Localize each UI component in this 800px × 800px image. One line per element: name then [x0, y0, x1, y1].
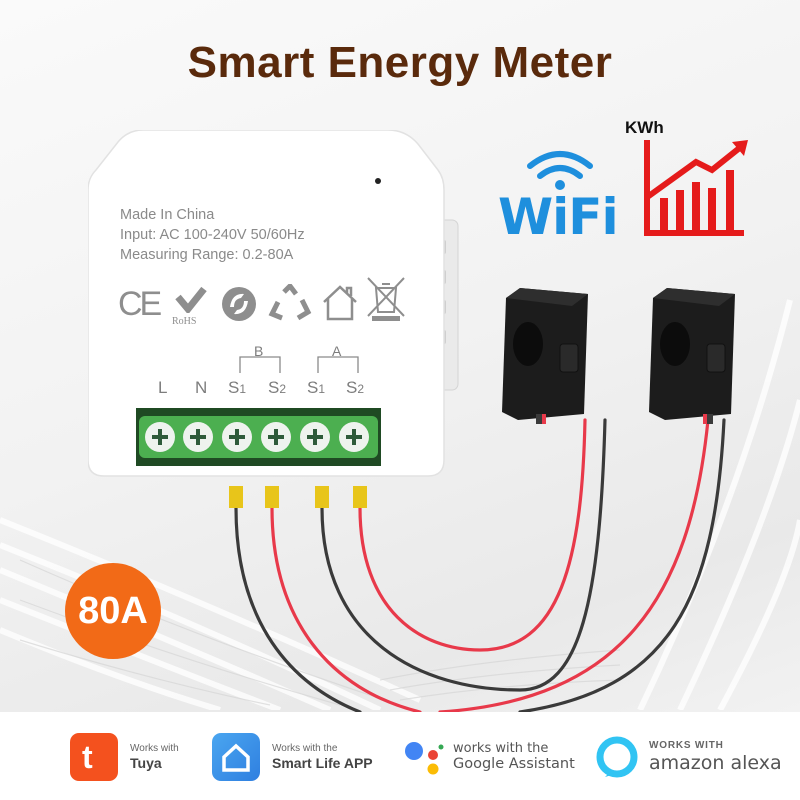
label-range: Measuring Range: 0.2-80A	[120, 247, 294, 263]
smart-life-icon	[212, 733, 260, 781]
terminal-block	[136, 408, 381, 466]
current-clamp-sensor-2	[649, 288, 735, 424]
compat-tuya: t Works with Tuya	[70, 732, 179, 782]
sensor-wires	[234, 418, 726, 712]
current-clamp-sensor-1	[502, 288, 588, 424]
terminal-group-a: A	[332, 343, 342, 359]
recycle-icon	[268, 284, 312, 321]
compat-alexa: WORKS WITH amazon alexa	[595, 732, 782, 782]
alexa-icon	[596, 736, 638, 778]
compatibility-bar: t Works with Tuya Works with the Smart L…	[0, 712, 800, 800]
indoor-use-icon	[323, 285, 357, 321]
background-texture	[19, 559, 621, 706]
energy-chart-icon	[644, 140, 748, 236]
weee-bin-icon	[367, 277, 405, 321]
compat-smart-life: Works with the Smart Life APP	[212, 732, 373, 782]
terminal-group-brackets	[239, 356, 359, 373]
terminal-label-b-s2: S2	[268, 378, 287, 397]
terminal-label-l: L	[158, 378, 168, 397]
wire-ferrules	[229, 486, 367, 508]
device-label: Made In China Input: AC 100-240V 50/60Hz…	[120, 205, 305, 265]
terminal-label-n: N	[195, 378, 208, 397]
current-rating-badge: 80A	[65, 563, 161, 659]
green-dot-icon	[222, 287, 256, 321]
terminal-label-a-s1: S1	[307, 378, 326, 397]
energy-meter-device	[88, 130, 459, 477]
ce-mark-icon: CE	[118, 285, 162, 323]
terminal-label-b-s1: S1	[228, 378, 247, 397]
terminal-group-b: B	[254, 343, 264, 359]
page-title: Smart Energy Meter	[187, 38, 613, 87]
kwh-label: KWh	[625, 118, 664, 137]
terminal-label-a-s2: S2	[346, 378, 365, 397]
rohs-icon: RoHS	[172, 285, 212, 327]
wifi-icon	[527, 151, 593, 190]
screw-terminal	[145, 422, 175, 452]
google-assistant-icon	[405, 742, 444, 775]
label-input: Input: AC 100-240V 50/60Hz	[120, 227, 305, 243]
compat-google-assistant: works with the Google Assistant	[403, 732, 575, 782]
label-origin: Made In China	[120, 207, 215, 223]
tuya-icon: t	[70, 733, 118, 781]
wifi-label: WiFi	[498, 188, 619, 246]
